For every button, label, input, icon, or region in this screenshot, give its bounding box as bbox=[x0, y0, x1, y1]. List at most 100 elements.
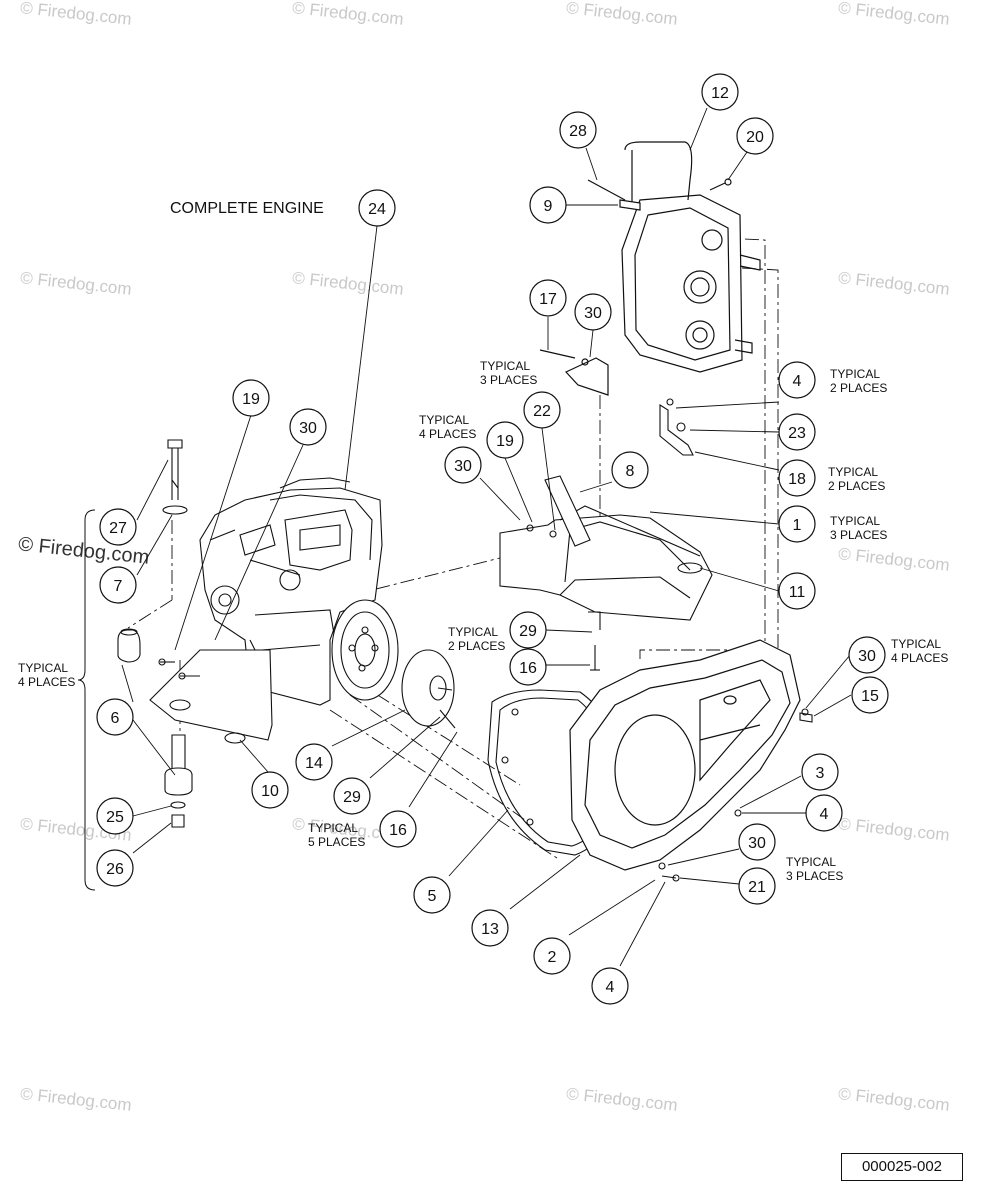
callout-circle bbox=[701, 73, 739, 111]
callout-12: 12 bbox=[701, 73, 739, 111]
callout-5: 5 bbox=[413, 876, 451, 914]
callout-circle bbox=[96, 698, 134, 736]
callout-circle bbox=[509, 611, 547, 649]
note-typical-2-places: TYPICAL 2 PLACES bbox=[448, 625, 505, 653]
callout-15: 15 bbox=[851, 676, 889, 714]
callout-circle bbox=[99, 566, 137, 604]
callout-circle bbox=[778, 413, 816, 451]
note-line: 4 PLACES bbox=[419, 427, 477, 441]
callout-number: 29 bbox=[343, 789, 361, 806]
callout-6: 6 bbox=[96, 698, 134, 736]
callout-number: 13 bbox=[481, 921, 499, 938]
note-typical-2-places: TYPICAL 2 PLACES bbox=[828, 465, 885, 493]
callout-number: 16 bbox=[389, 822, 407, 839]
callout-20: 20 bbox=[736, 117, 774, 155]
callout-16: 16 bbox=[509, 648, 547, 686]
callout-17: 17 bbox=[529, 279, 567, 317]
callout-4: 4 bbox=[805, 794, 843, 832]
callout-number: 28 bbox=[569, 123, 587, 140]
callout-10: 10 bbox=[251, 771, 289, 809]
callout-number: 30 bbox=[584, 305, 602, 322]
note-line: 4 PLACES bbox=[18, 675, 76, 689]
note-typical-2-places: TYPICAL 2 PLACES bbox=[830, 367, 887, 395]
callout-number: 4 bbox=[606, 979, 615, 996]
callout-circle bbox=[289, 408, 327, 446]
callout-number: 19 bbox=[242, 391, 260, 408]
callout-circle bbox=[529, 186, 567, 224]
callout-number: 10 bbox=[261, 783, 279, 800]
callout-26: 26 bbox=[96, 849, 134, 887]
note-line: 2 PLACES bbox=[830, 381, 888, 395]
callout-9: 9 bbox=[529, 186, 567, 224]
note-line: 4 PLACES bbox=[891, 651, 949, 665]
callout-circle bbox=[413, 876, 451, 914]
note-line: TYPICAL bbox=[830, 514, 881, 528]
callout-4: 4 bbox=[591, 967, 629, 1005]
callout-number: 1 bbox=[793, 517, 802, 534]
note-line: TYPICAL bbox=[308, 821, 359, 835]
callout-29: 29 bbox=[333, 777, 371, 815]
callout-number: 24 bbox=[368, 201, 386, 218]
note-typical-4-places-side: TYPICAL 4 PLACES bbox=[18, 661, 75, 689]
callout-number: 8 bbox=[626, 463, 635, 480]
drawing-number: 000025-002 bbox=[841, 1153, 963, 1181]
callout-number: 22 bbox=[533, 403, 551, 420]
callout-14: 14 bbox=[295, 743, 333, 781]
callout-30: 30 bbox=[738, 823, 776, 861]
callout-number: 9 bbox=[544, 198, 553, 215]
note-line: TYPICAL bbox=[18, 661, 69, 675]
callout-circle bbox=[738, 867, 776, 905]
engine-mount-frame bbox=[499, 475, 713, 671]
callout-circle bbox=[851, 676, 889, 714]
callout-circle bbox=[805, 794, 843, 832]
note-line: 3 PLACES bbox=[786, 869, 844, 883]
note-typical-4-places: TYPICAL 4 PLACES bbox=[419, 413, 476, 441]
callout-number: 30 bbox=[858, 648, 876, 665]
callout-circle bbox=[96, 797, 134, 835]
callout-7: 7 bbox=[99, 566, 137, 604]
callout-number: 7 bbox=[114, 578, 123, 595]
callout-circle bbox=[533, 937, 571, 975]
callout-22: 22 bbox=[523, 391, 561, 429]
callout-number: 21 bbox=[748, 879, 766, 896]
leader-lines bbox=[121, 107, 852, 967]
callout-circle bbox=[232, 379, 270, 417]
callout-circle bbox=[778, 361, 816, 399]
transmission-housing bbox=[539, 141, 761, 396]
callout-number: 29 bbox=[519, 623, 537, 640]
callout-28: 28 bbox=[559, 111, 597, 149]
callout-number: 15 bbox=[861, 688, 879, 705]
note-line: TYPICAL bbox=[830, 367, 881, 381]
transmission-bracket bbox=[659, 398, 694, 456]
callout-18: 18 bbox=[778, 459, 816, 497]
note-line: TYPICAL bbox=[786, 855, 837, 869]
callout-circle bbox=[778, 459, 816, 497]
callout-circle bbox=[96, 849, 134, 887]
clutch-cover bbox=[569, 639, 801, 871]
callout-circle bbox=[574, 293, 612, 331]
callout-number: 18 bbox=[788, 471, 806, 488]
callout-number: 26 bbox=[106, 861, 124, 878]
engine-mount-plate bbox=[149, 649, 273, 744]
callout-number: 4 bbox=[793, 373, 802, 390]
callout-circle bbox=[848, 636, 886, 674]
diagram-title: COMPLETE ENGINE bbox=[170, 200, 324, 217]
callout-circle bbox=[358, 189, 396, 227]
note-typical-3-places: TYPICAL 3 PLACES bbox=[480, 359, 537, 387]
callout-circle bbox=[379, 810, 417, 848]
callout-25: 25 bbox=[96, 797, 134, 835]
callout-circle bbox=[333, 777, 371, 815]
engine-block bbox=[199, 477, 456, 729]
callout-30: 30 bbox=[574, 293, 612, 331]
callout-number: 14 bbox=[305, 755, 323, 772]
callout-circle bbox=[251, 771, 289, 809]
callout-circle bbox=[471, 909, 509, 947]
note-line: 2 PLACES bbox=[448, 639, 506, 653]
callout-number: 30 bbox=[454, 458, 472, 475]
callout-number: 3 bbox=[816, 765, 825, 782]
note-line: TYPICAL bbox=[891, 637, 942, 651]
callout-circle bbox=[778, 572, 816, 610]
callout-19: 19 bbox=[486, 421, 524, 459]
callout-circle bbox=[591, 967, 629, 1005]
